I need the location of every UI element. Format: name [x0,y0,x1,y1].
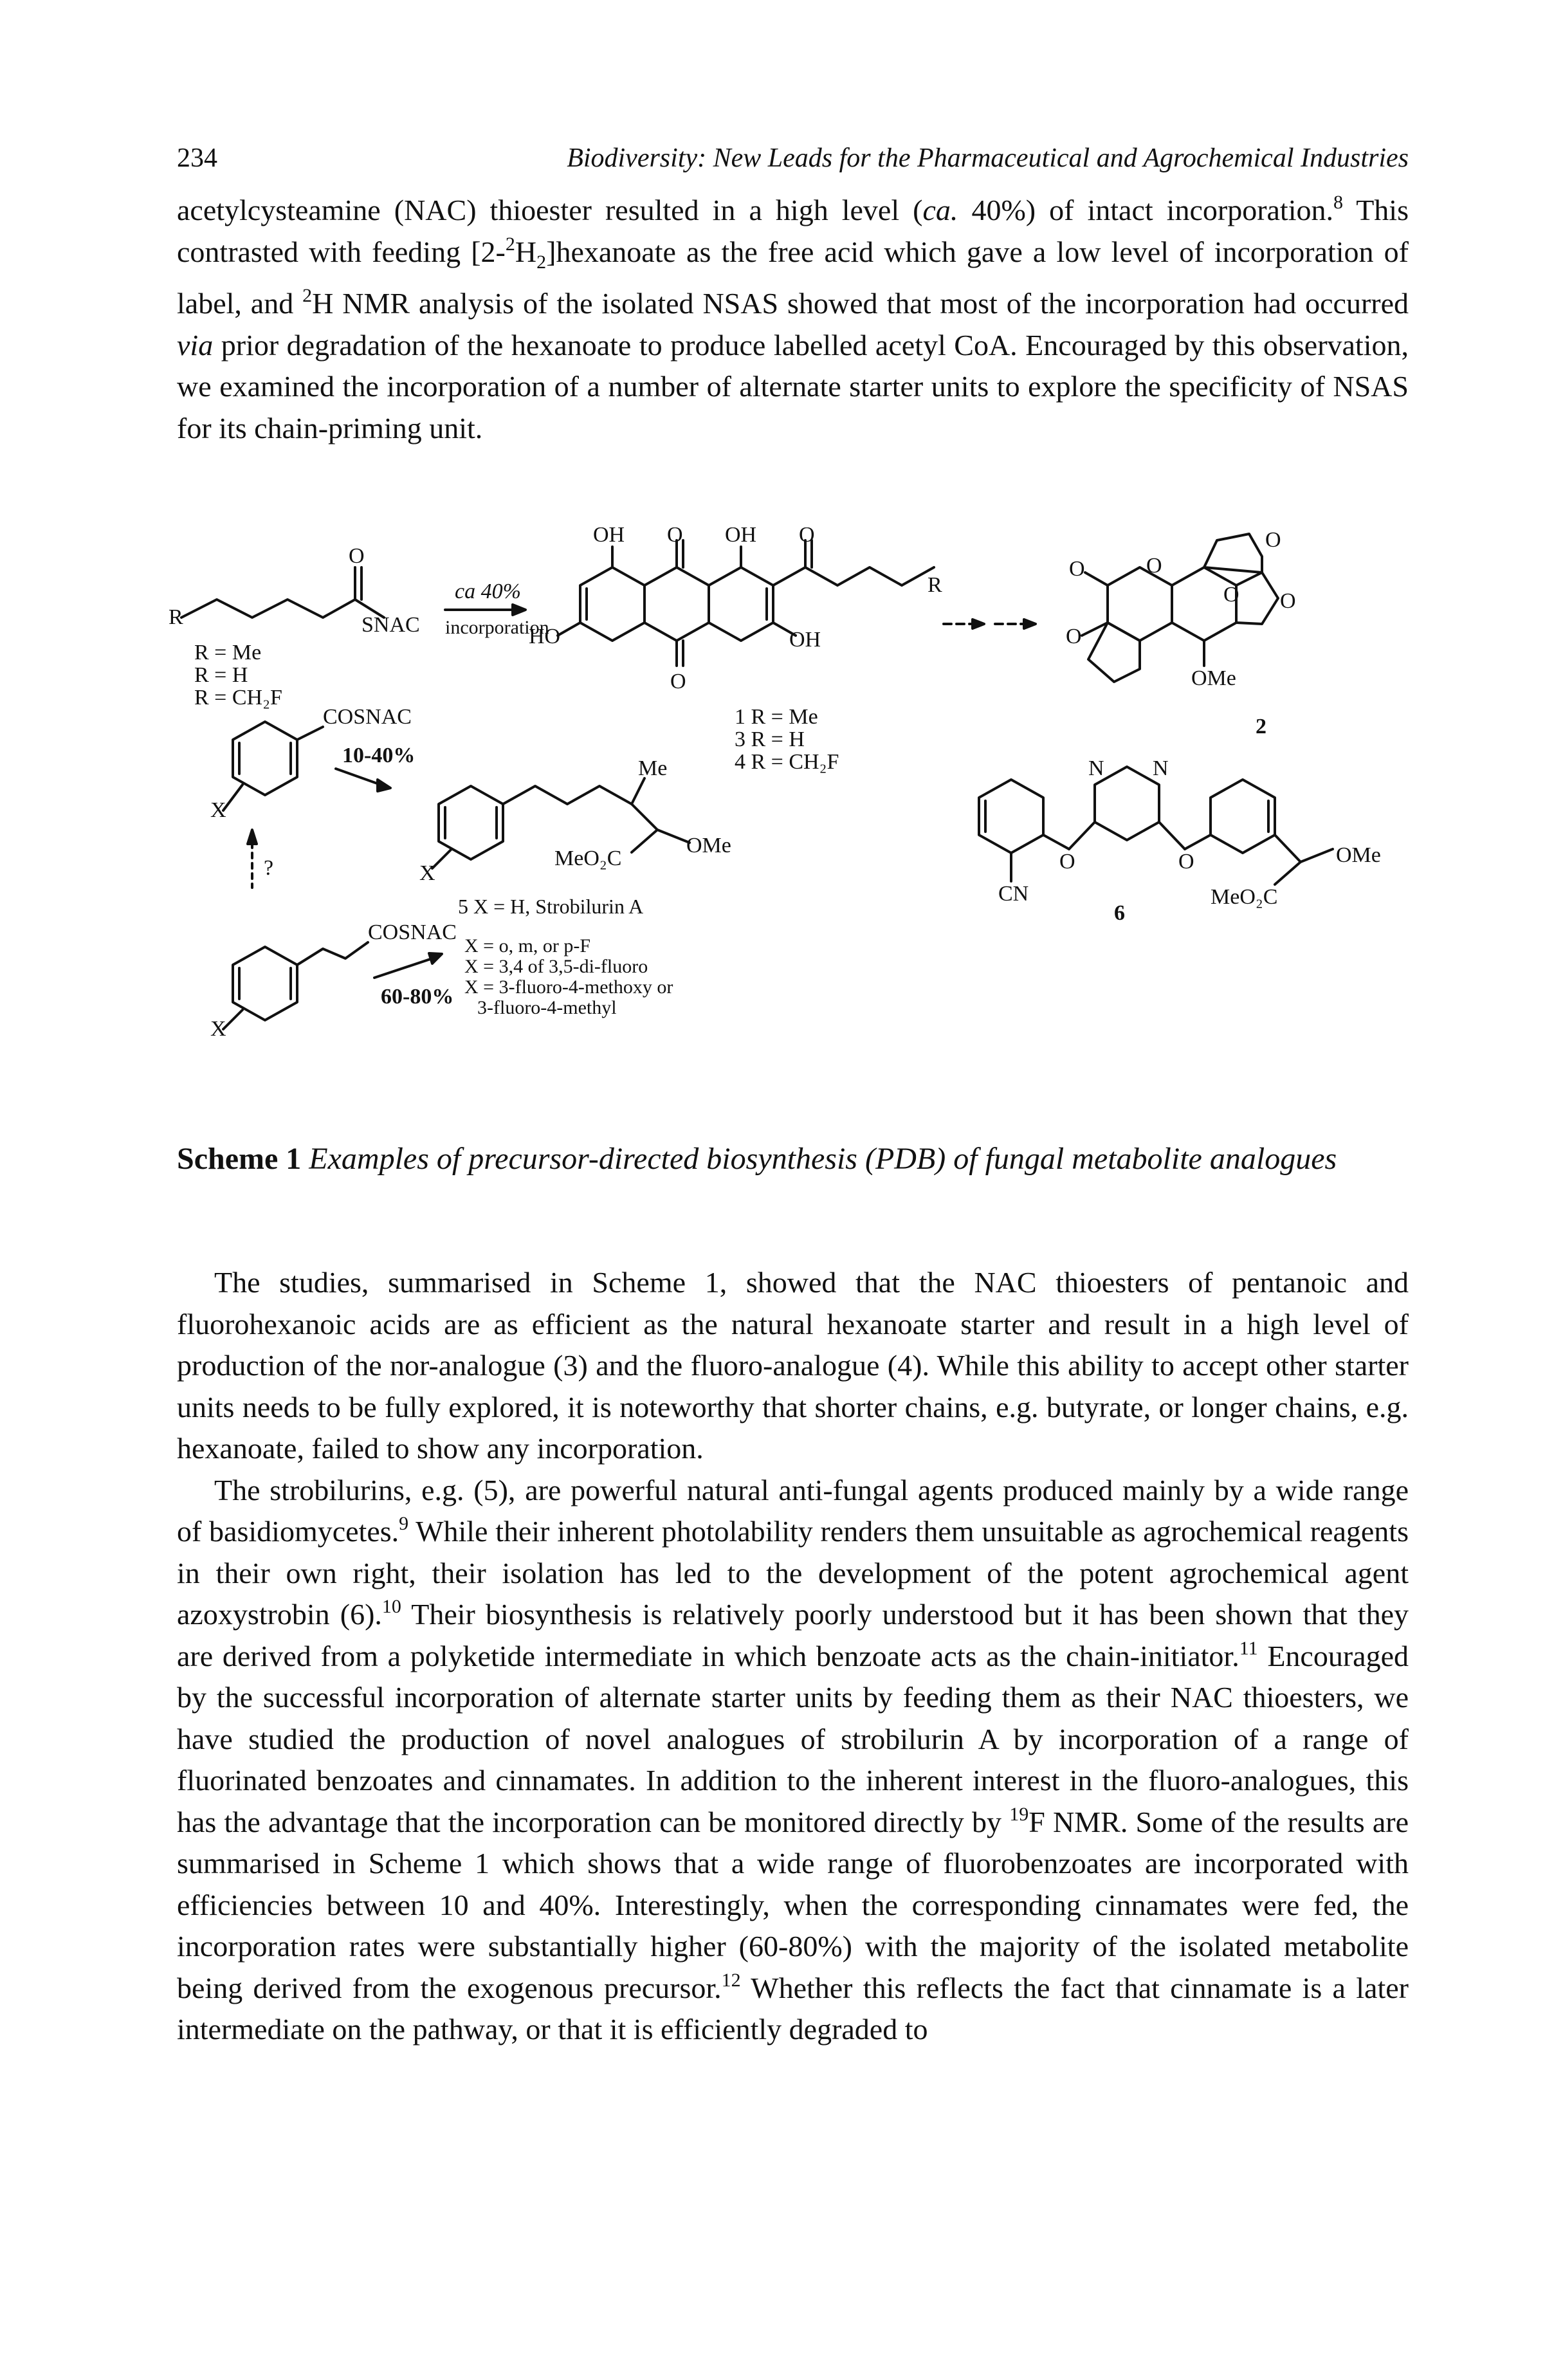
compound-list-3: 3 R = H [735,728,805,751]
azoxy-ome: OMe [1336,843,1381,867]
body-text: The studies, summarised in Scheme 1, sho… [177,1262,1409,2051]
label-carbonyl-o: O [349,544,365,568]
paragraph-2: The studies, summarised in Scheme 1, sho… [177,1266,1409,1465]
running-head: 234 Biodiversity: New Leads for the Phar… [177,143,1409,181]
reference-8: 8 [1333,192,1343,213]
afl-o6: O [1223,583,1239,607]
azoxystrobin-structure [978,765,1334,886]
aq-o-bottom: O [670,670,686,693]
aq-oh-bottom: OH [789,628,821,652]
arrow-60-80-label: 60-80% [381,985,453,1009]
caption-text: Examples of precursor-directed biosynthe… [309,1142,1337,1176]
caption-label: Scheme 1 [177,1142,302,1176]
strob-meo2c: MeO₂C [554,847,621,870]
benzoyl-cosnac: COSNAC [323,705,412,729]
x-variant-2: X = 3,4 of 3,5-di-fluoro [464,956,648,977]
compound-list-4: 4 R = CH₂F [735,750,839,774]
label-r: R [169,605,183,629]
paragraph-1: acetylcysteamine (NAC) thioester resulte… [177,190,1409,449]
journal-title: Biodiversity: New Leads for the Pharmace… [567,143,1409,173]
scheme-drawing: O R SNAC R = Me R = H R = CH₂F ca 40% in… [169,527,1381,1041]
r-value-1: R = Me [194,641,261,664]
strob-x: X [419,861,435,885]
aq-ho: HO [529,625,560,648]
label-snac: SNAC [361,613,420,637]
azoxy-o2: O [1178,850,1194,874]
aflatoxin-structure [1081,533,1279,683]
scheme-caption: Scheme 1 Examples of precursor-directed … [177,1139,1409,1180]
reference-9: 9 [399,1513,409,1534]
afl-o4: O [1069,557,1085,581]
paragraph-1-text: acetylcysteamine (NAC) thioester resulte… [177,192,1409,444]
x-variant-3: X = 3-fluoro-4-methoxy or [464,976,673,998]
aq-r-chain: R [928,573,942,597]
compound-2-label: 2 [1256,715,1266,738]
arrow-10-40-label: 10-40% [342,744,415,767]
aq-o-top: O [667,527,683,547]
aq-oh-left: OH [593,527,625,547]
scheme-1-figure: O R SNAC R = Me R = H R = CH₂F ca 40% in… [169,527,1410,1126]
paragraph-3: The strobilurins, e.g. (5), are powerful… [177,1473,1409,2046]
azoxy-meo2c: MeO₂C [1211,885,1277,909]
acyl-chain-bond [180,598,385,619]
x-variant-4: 3-fluoro-4-methyl [477,997,617,1018]
cinnamoyl-cosnac: COSNAC [368,920,457,944]
azoxy-n2: N [1153,756,1169,780]
r-value-2: R = H [194,663,248,687]
aq-oh-right: OH [725,527,756,547]
afl-o5: O [1066,625,1082,648]
strob-me: Me [638,756,667,780]
afl-o1: O [1265,528,1281,552]
benzoyl-x: X [210,798,226,822]
azoxy-n1: N [1088,756,1104,780]
reference-11: 11 [1239,1637,1258,1659]
incorporation-arrowhead [511,603,527,616]
afl-o2: O [1280,589,1296,613]
arrow-top-label: ca 40% [455,580,521,603]
benzoyl-snac-structure [222,720,324,812]
r-value-3: R = CH₂F [194,686,282,709]
azoxy-cn: CN [998,882,1028,906]
cinnamoyl-x: X [210,1017,226,1041]
afl-o3: O [1146,554,1162,578]
strobilurin-structure [431,777,691,870]
azoxy-o1: O [1059,850,1075,874]
compound-5-label: 5 X = H, Strobilurin A [458,895,643,918]
compound-list-1: 1 R = Me [735,705,818,729]
x-variant-1: X = o, m, or p-F [464,935,590,957]
strob-ome: OMe [686,834,731,857]
afl-ome: OMe [1191,666,1236,690]
arrow-10-40 [334,767,382,786]
arrow-60-80 [373,957,434,979]
anthraquinone-structure [556,539,935,667]
reference-10: 10 [381,1596,401,1617]
page-number: 234 [177,143,217,173]
reference-12: 12 [721,1969,741,1991]
cinnamoyl-snac-structure [222,941,369,1030]
aq-o-chain: O [799,527,815,547]
compound-6-label: 6 [1114,901,1125,925]
arrow-bottom-label: incorporation [445,617,549,638]
question-mark: ? [264,856,273,880]
